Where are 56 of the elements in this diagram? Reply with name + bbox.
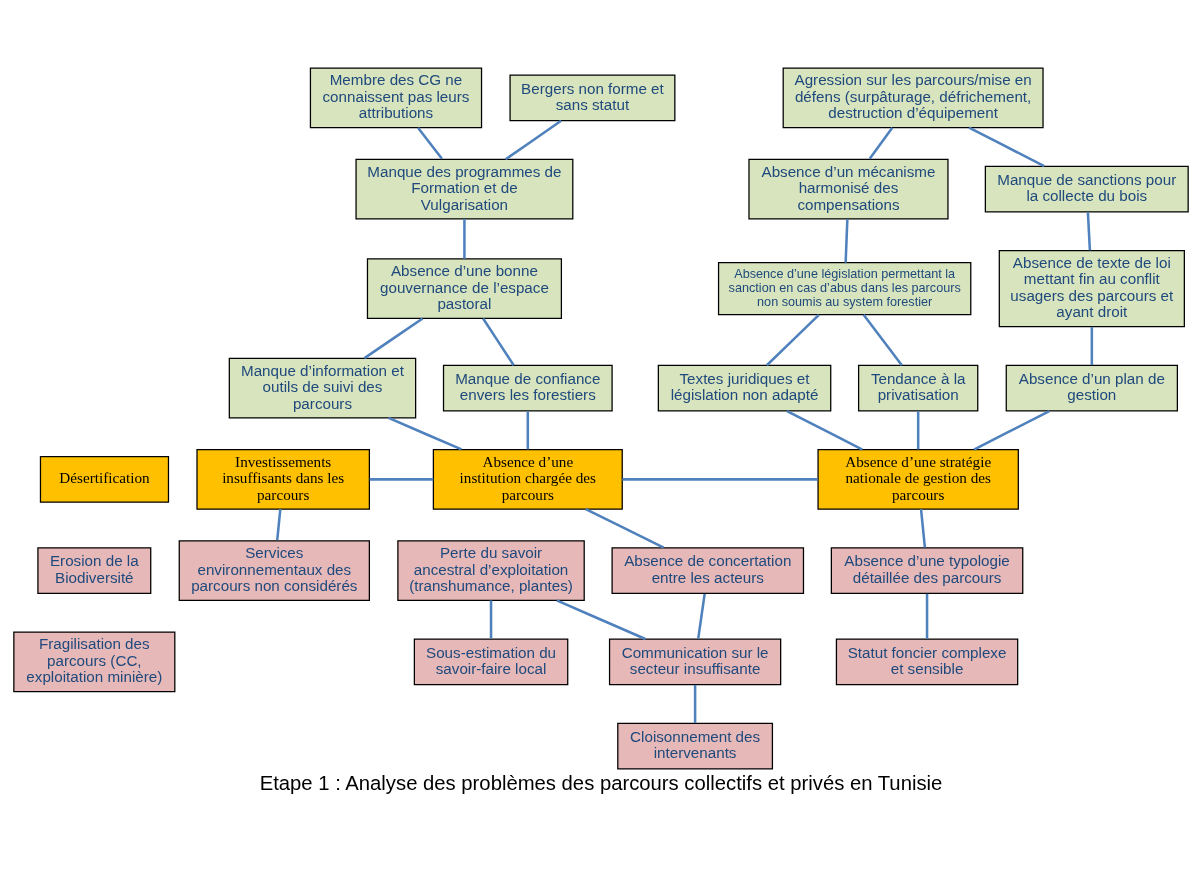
connector (696, 593, 706, 639)
node-box: Absence d’une bonne gouvernance de l’espace pastoral (366, 257, 563, 319)
connector (844, 218, 849, 263)
connector (388, 416, 462, 451)
connector (369, 477, 434, 481)
node-box: Statut foncier complexe et sensible (835, 637, 1019, 685)
node-box: Absence de texte de loi mettant fin au conflit usagers des parcours et ayant droit (998, 249, 1185, 327)
node-box: Erosion de la Biodiversité (37, 546, 152, 594)
caption: Etape 1 : Analyse des problèmes des parcours collectifs et privés en Tunisie (259, 771, 943, 794)
node-box: Manque de sanctions pour la collecte du bois (984, 165, 1189, 213)
node-box: Services environnementaux des parcours non considérés (178, 539, 370, 601)
node-box: Tendance à la privatisation (857, 364, 979, 412)
node-box: Absence d’un mécanisme harmonisé des compensations (748, 158, 949, 220)
node-box: Bergers non forme et sans statut (509, 73, 676, 121)
connector (1090, 326, 1094, 365)
connector (862, 313, 903, 366)
node-box: Investissements insuffisants dans les parcours (196, 448, 370, 510)
connector (482, 317, 515, 366)
connector (973, 409, 1050, 451)
node-box: Communication sur le secteur insuffisante (608, 637, 782, 685)
node-box: Membre des CG ne connaissent pas leurs attributions (309, 66, 483, 128)
connector (526, 410, 530, 449)
node-box: Absence d’une stratégie nationale de gestion des parcours (817, 448, 1019, 510)
connector (693, 684, 697, 723)
connector (463, 218, 466, 259)
node-box: Absence de concertation entre les acteurs (611, 546, 805, 594)
node-box: Désertification (39, 455, 170, 503)
connector (1086, 211, 1092, 250)
connector (363, 316, 424, 359)
connector (622, 477, 818, 481)
node-box: Sous-estimation du savoir-faire local (413, 637, 569, 685)
connector (919, 508, 927, 547)
connector (275, 508, 282, 540)
node-box: Cloisonnement des intervenants (617, 722, 774, 770)
connector (556, 598, 646, 640)
connector (765, 313, 820, 366)
connector (868, 126, 894, 159)
connector (489, 599, 493, 639)
node-box: Agression sur les parcours/mise en défens (surpâturage, défrichement, destruction d’équipement (782, 66, 1044, 128)
connector (504, 119, 562, 160)
node-box: Manque des programmes de Formation et de Vulgarisation (355, 158, 574, 220)
node-box: Manque de confiance envers les forestiers (442, 364, 613, 412)
connector (916, 410, 920, 449)
connector (925, 593, 929, 639)
connector (968, 126, 1045, 167)
connector (417, 126, 443, 159)
node-box: Absence d’une législation permettant la sanction en cas d’abus dans les parcours non soumis au system forestier (717, 261, 972, 315)
node-box: Manque d’information et outils de suivi des parcours (228, 357, 417, 419)
node-box: Fragilisation des parcours (CC, exploitation minière) (13, 630, 176, 692)
node-box: Perte du savoir ancestral d’exploitation (transhumance, plantes) (397, 539, 585, 601)
node-box: Absence d’un plan de gestion (1005, 364, 1178, 412)
connector (585, 507, 665, 549)
node-box: Absence d’une institution chargée des parcours (432, 448, 623, 510)
connector (786, 409, 863, 451)
node-box: Absence d’une typologie détaillée des parcours (830, 546, 1024, 594)
node-box: Textes juridiques et législation non adapté (657, 364, 832, 412)
